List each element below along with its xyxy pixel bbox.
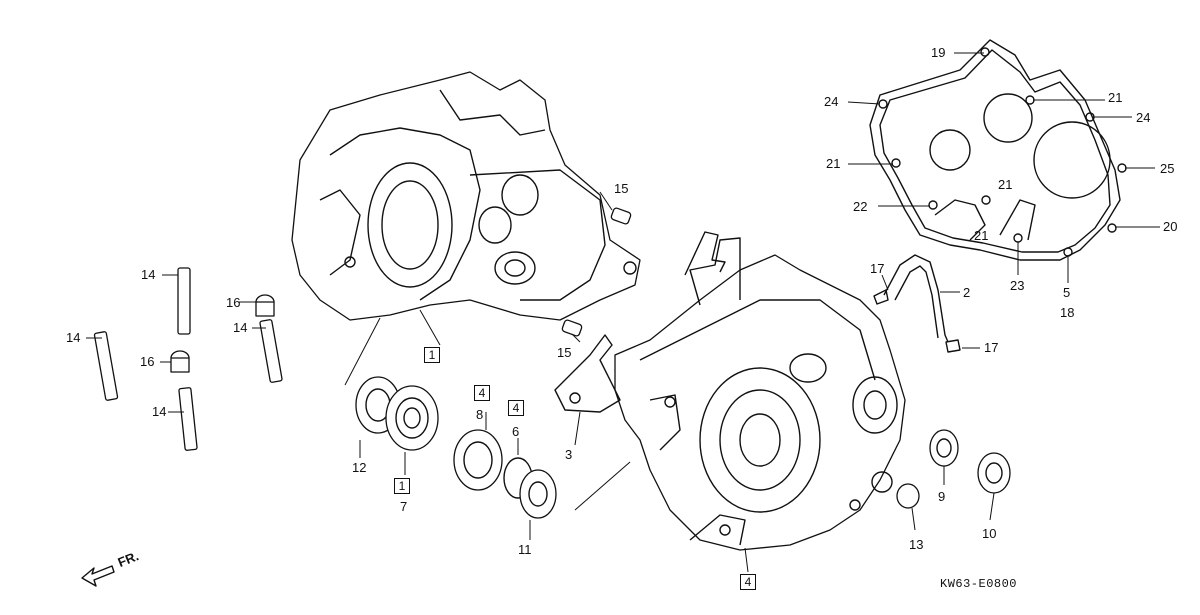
callout-19: 19 bbox=[931, 45, 946, 60]
callout-11: 11 bbox=[518, 542, 532, 557]
callout-23: 23 bbox=[1010, 278, 1025, 293]
callout-2: 2 bbox=[963, 285, 971, 300]
callout-14: 14 bbox=[66, 330, 81, 345]
leader-lines bbox=[571, 52, 1160, 349]
right-crankcase-half bbox=[574, 237, 906, 573]
callout-21: 21 bbox=[998, 177, 1013, 192]
left-bearings bbox=[355, 376, 439, 475]
boxed-callout-1: 1 bbox=[394, 478, 410, 494]
callout-3: 3 bbox=[565, 447, 573, 462]
callout-17: 17 bbox=[870, 261, 885, 276]
boxed-callout-4: 4 bbox=[740, 574, 756, 590]
callout-9: 9 bbox=[938, 489, 946, 504]
callout-12: 12 bbox=[352, 460, 367, 475]
callout-8: 8 bbox=[476, 407, 484, 422]
callout-21: 21 bbox=[826, 156, 841, 171]
callout-25: 25 bbox=[1160, 161, 1175, 176]
callout-15: 15 bbox=[614, 181, 629, 196]
front-arrow-icon bbox=[81, 565, 115, 587]
boxed-callout-1: 1 bbox=[424, 347, 440, 363]
callout-14: 14 bbox=[233, 320, 248, 335]
right-seals bbox=[896, 429, 1011, 531]
callout-5: 5 bbox=[1063, 285, 1071, 300]
callout-24: 24 bbox=[1136, 110, 1151, 125]
callout-21: 21 bbox=[1108, 90, 1123, 105]
callout-22: 22 bbox=[853, 199, 868, 214]
callout-10: 10 bbox=[982, 526, 997, 541]
callout-21: 21 bbox=[974, 228, 989, 243]
middle-bearings bbox=[453, 412, 557, 540]
callout-16: 16 bbox=[226, 295, 241, 310]
dowel-pins bbox=[561, 207, 632, 337]
cover-gasket bbox=[869, 39, 1127, 261]
callout-15: 15 bbox=[557, 345, 572, 360]
breather-hose bbox=[873, 254, 961, 353]
callout-7: 7 bbox=[400, 499, 408, 514]
breather-plate bbox=[554, 231, 726, 446]
callout-24: 24 bbox=[824, 94, 839, 109]
boxed-callout-4: 4 bbox=[474, 385, 490, 401]
callout-17: 17 bbox=[984, 340, 999, 355]
boxed-callout-4: 4 bbox=[508, 400, 524, 416]
callout-20: 20 bbox=[1163, 219, 1178, 234]
left-crankcase-half bbox=[291, 71, 641, 386]
callout-6: 6 bbox=[512, 424, 520, 439]
diagram-code: KW63-E0800 bbox=[940, 577, 1018, 591]
dowels bbox=[160, 294, 275, 373]
studs bbox=[86, 267, 283, 451]
callout-14: 14 bbox=[141, 267, 156, 282]
callout-18: 18 bbox=[1060, 305, 1075, 320]
callout-16: 16 bbox=[140, 354, 155, 369]
callout-14: 14 bbox=[152, 404, 167, 419]
callout-13: 13 bbox=[909, 537, 924, 552]
